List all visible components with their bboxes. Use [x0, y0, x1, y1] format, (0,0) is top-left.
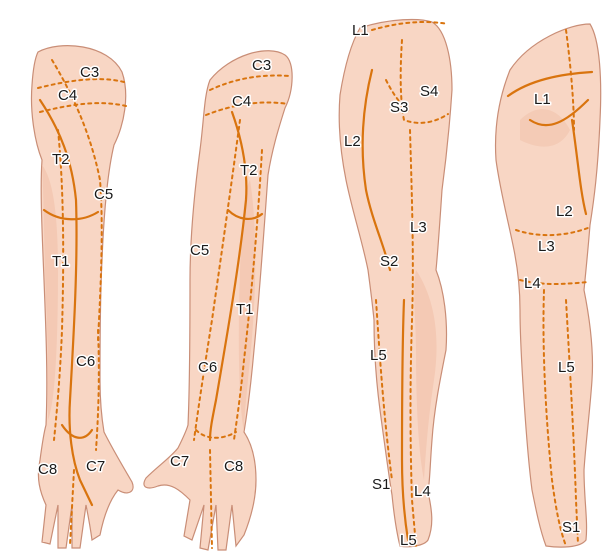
dermatome-label: L4	[524, 275, 541, 292]
dermatome-label: C6	[76, 353, 95, 370]
dermatome-label: T2	[240, 162, 258, 179]
dermatome-label: S2	[380, 253, 398, 270]
dermatome-label: C6	[198, 359, 217, 376]
dermatome-label: L4	[414, 483, 431, 500]
dermatome-label: T2	[52, 151, 70, 168]
leg-anterior-figure: L1 S4 S3 L2 L3 S2 L5 S1 L4 L5	[339, 20, 452, 549]
dermatome-label: S1	[562, 519, 580, 536]
arm-anterior-figure: C3 C4 T2 C5 T1 C6 C7 C8	[144, 51, 292, 550]
dermatome-label: S3	[390, 99, 408, 116]
dermatome-label: C5	[190, 242, 209, 259]
dermatome-label: L1	[534, 91, 551, 108]
dermatome-label: C7	[170, 453, 189, 470]
dermatome-label: T1	[236, 301, 254, 318]
dermatome-label: L3	[538, 238, 555, 255]
dermatome-label: L5	[558, 359, 575, 376]
dermatome-label: C3	[252, 57, 271, 74]
dermatome-label: L1	[352, 22, 369, 39]
leg-posterior-figure: L1 L2 L3 L4 L5 S1	[496, 24, 601, 547]
dermatome-label: T1	[52, 253, 70, 270]
dermatome-label: C3	[80, 64, 99, 81]
dermatome-label: C8	[38, 461, 57, 478]
dermatome-label: C4	[58, 87, 77, 104]
dermatome-label: S1	[372, 476, 390, 493]
dermatome-label: L2	[344, 133, 361, 150]
dermatome-label: C4	[232, 93, 251, 110]
arm-anterior-outline	[144, 51, 292, 550]
dermatome-label: L5	[370, 347, 387, 364]
dermatome-label: C7	[86, 458, 105, 475]
dermatome-label: C5	[94, 186, 113, 203]
dermatome-label: L5	[400, 532, 417, 549]
arm-posterior-figure: C3 C4 T2 C5 T1 C6 C8 C7	[31, 46, 133, 548]
dermatome-label: L2	[556, 203, 573, 220]
dermatome-label: C8	[224, 458, 243, 475]
dermatome-label: S4	[420, 83, 438, 100]
dermatome-label: L3	[410, 219, 427, 236]
